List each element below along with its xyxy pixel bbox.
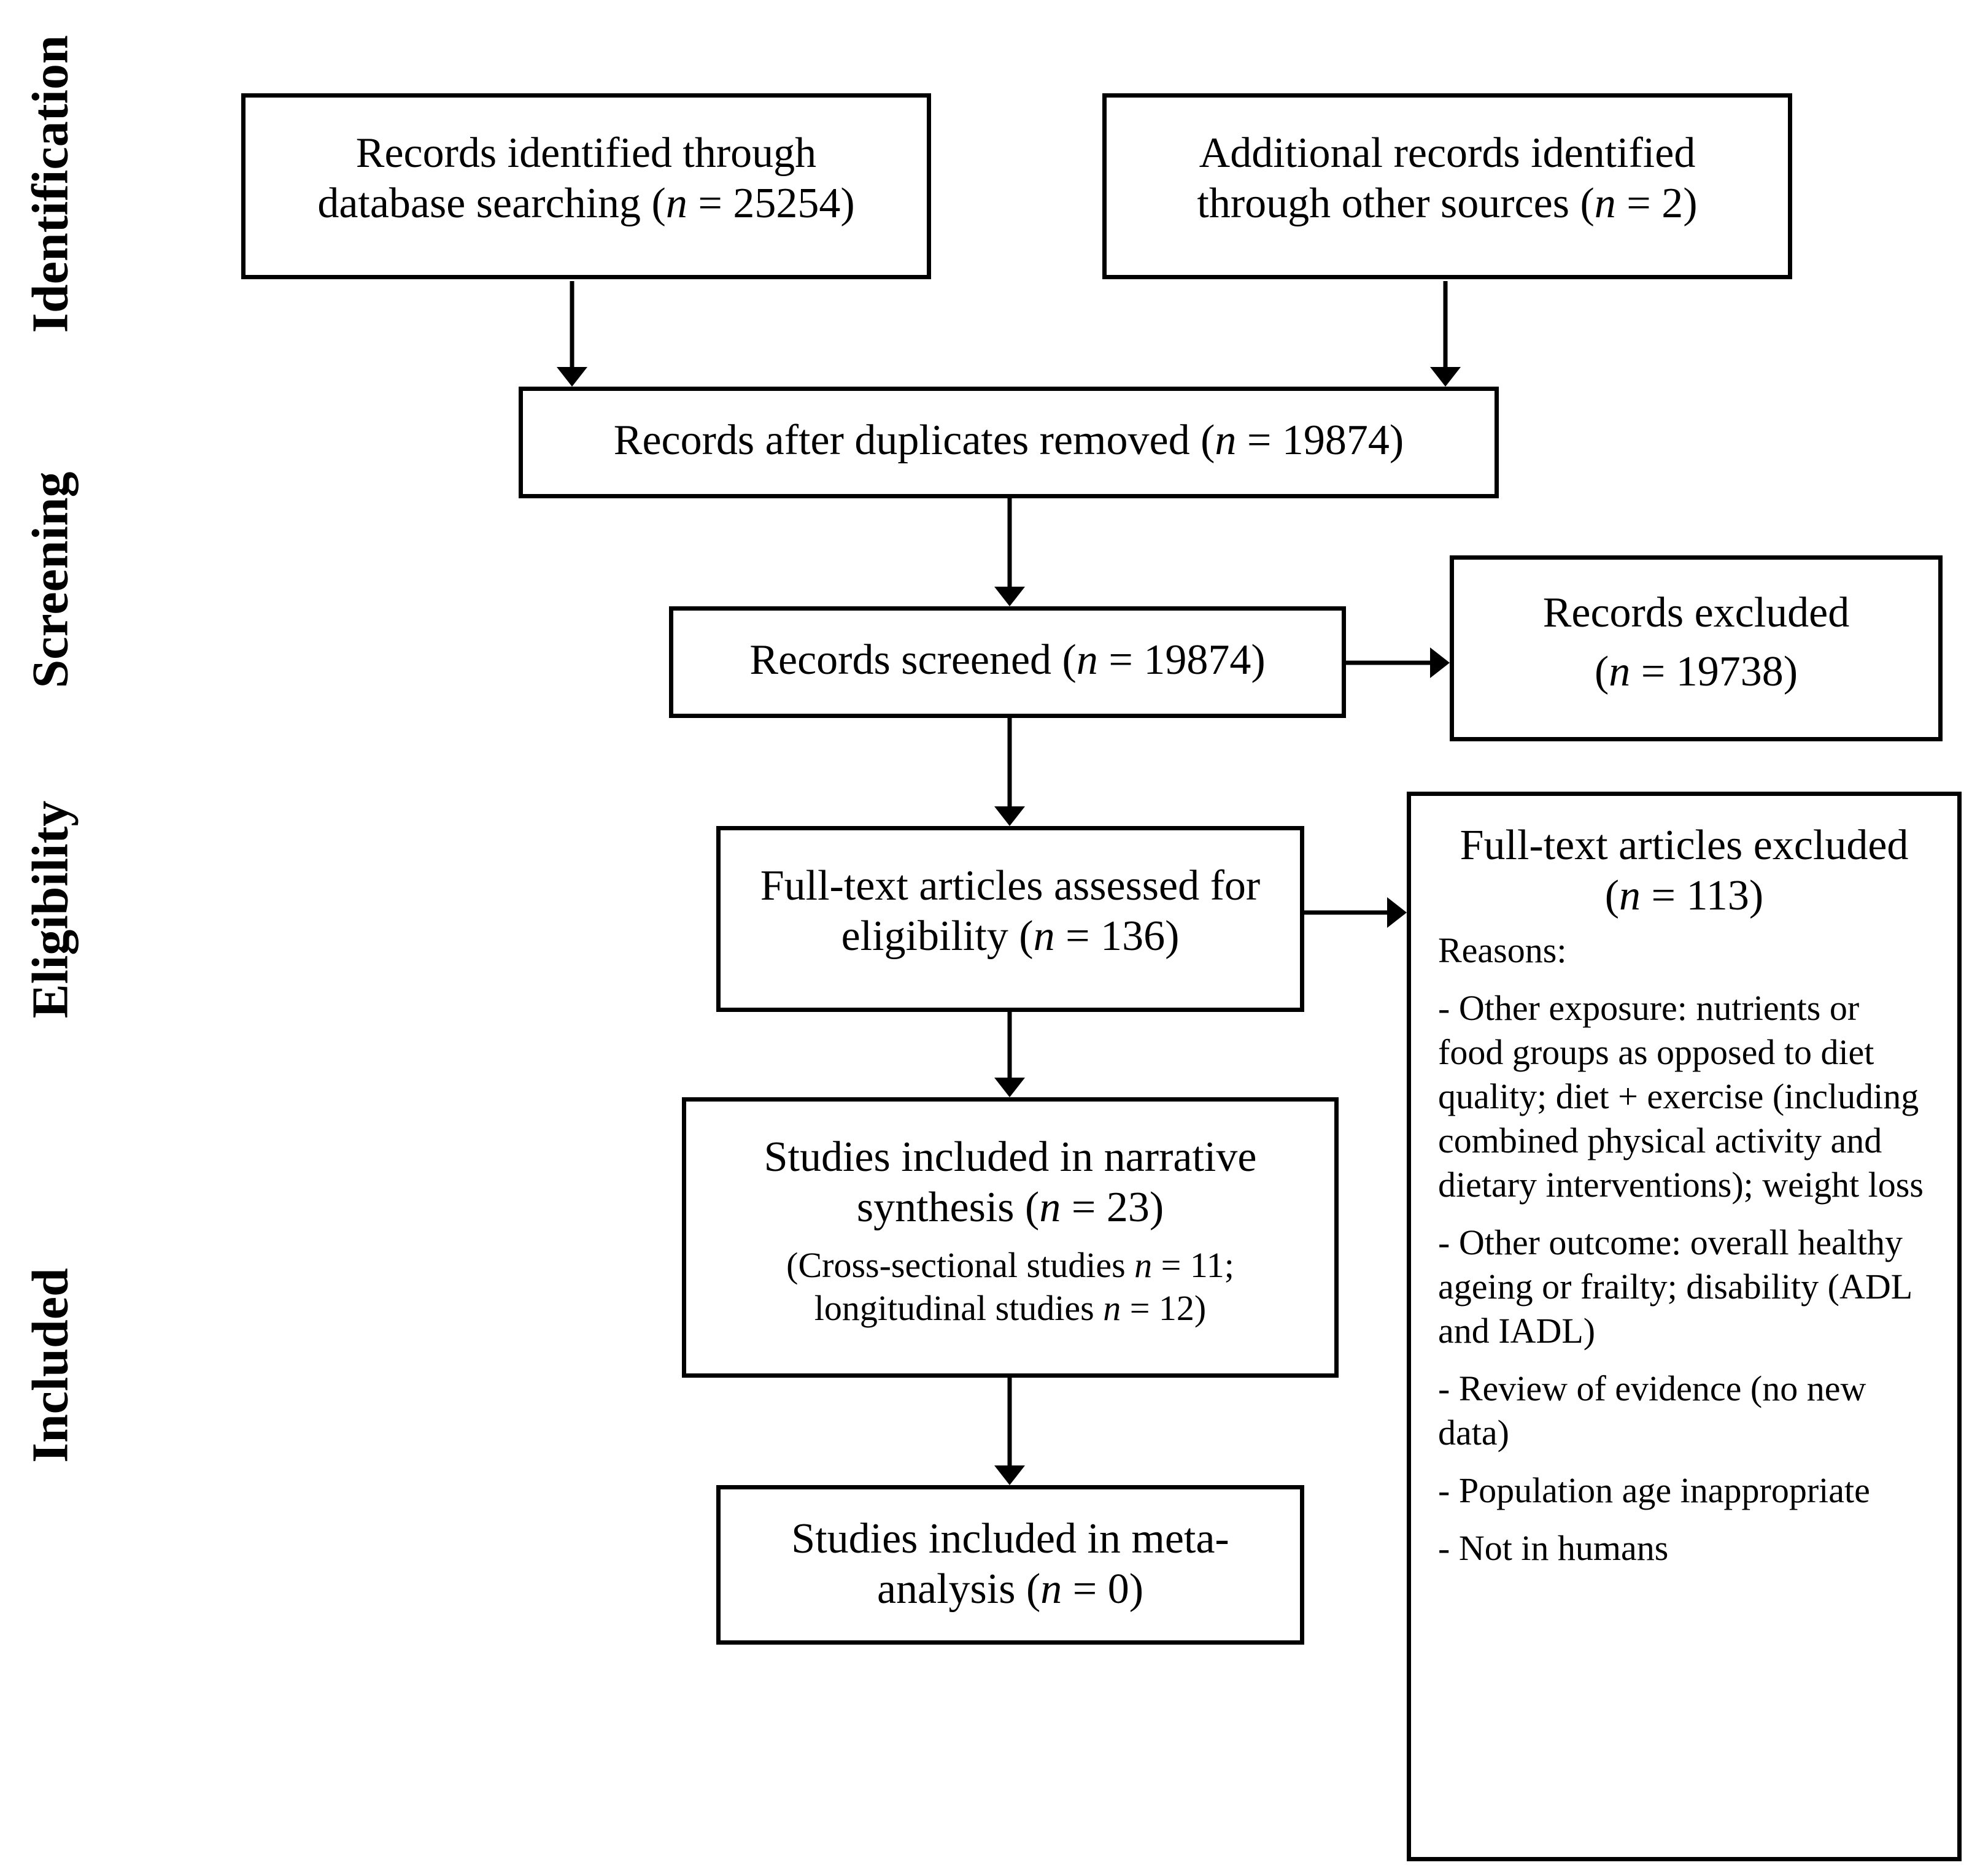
box-records-excluded: Records excluded (n = 19738)	[1450, 555, 1943, 741]
box-database-records-line2: database searching (n = 25254)	[317, 180, 855, 227]
box-records-screened: Records screened (n = 19874)	[669, 606, 1346, 718]
reason-item-not-humans: - Not in humans	[1438, 1528, 1669, 1568]
reasons-label: Reasons:	[1438, 930, 1567, 970]
arrowhead-screened-to-fulltext	[994, 806, 1025, 826]
arrowhead-duplicates-to-screened	[994, 587, 1025, 606]
arrowhead-screened-to-excluded	[1430, 647, 1450, 678]
box-narrative-synthesis-line2: synthesis (n = 23)	[856, 1184, 1164, 1231]
box-records-excluded-line1: Records excluded	[1542, 589, 1850, 636]
reason-item-other-outcome: - Other outcome: overall healthy ageing …	[1438, 1222, 1911, 1351]
reason-item-population-age: - Population age inappropriate	[1438, 1470, 1870, 1510]
box-duplicates-removed: Records after duplicates removed (n = 19…	[519, 387, 1499, 498]
box-meta-analysis: Studies included in meta- analysis (n = …	[716, 1485, 1304, 1645]
box-database-records-line1: Records identified through	[355, 129, 817, 177]
box-narrative-synthesis: Studies included in narrative synthesis …	[682, 1097, 1339, 1378]
box-meta-analysis-line1: Studies included in meta-	[791, 1515, 1229, 1562]
box-full-text-excluded: Full-text articles excluded (n = 113) Re…	[1407, 792, 1962, 1861]
arrowhead-narrative-to-meta	[994, 1465, 1025, 1485]
arrowhead-fulltext-to-excluded	[1387, 897, 1407, 928]
box-records-screened-line1: Records screened (n = 19874)	[749, 636, 1266, 684]
box-narrative-synthesis-sub1: (Cross-sectional studies n = 11;	[786, 1245, 1234, 1285]
reason-item-other-exposure: - Other exposure: nutrients or food grou…	[1438, 988, 1924, 1205]
box-narrative-synthesis-line1: Studies included in narrative	[764, 1133, 1257, 1181]
reason-item-review: - Review of evidence (no new data)	[1438, 1368, 1866, 1453]
box-full-text-excluded-line1: Full-text articles excluded	[1460, 822, 1909, 869]
arrowhead-other-to-duplicates	[1430, 367, 1461, 387]
box-duplicates-removed-line1: Records after duplicates removed (n = 19…	[613, 417, 1404, 464]
box-other-sources-line2: through other sources (n = 2)	[1197, 180, 1698, 227]
box-full-text-excluded-line2: (n = 113)	[1604, 872, 1764, 919]
arrowhead-database-to-duplicates	[557, 367, 587, 387]
box-full-text-assessed: Full-text articles assessed for eligibil…	[716, 826, 1304, 1012]
box-meta-analysis-line2: analysis (n = 0)	[876, 1565, 1144, 1613]
box-database-records: Records identified through database sear…	[241, 93, 931, 279]
box-narrative-synthesis-sub2: longitudinal studies n = 12)	[814, 1288, 1207, 1328]
box-full-text-assessed-line2: eligibility (n = 136)	[841, 913, 1180, 960]
arrowhead-fulltext-to-narrative	[994, 1078, 1025, 1097]
box-records-excluded-line2: (n = 19738)	[1594, 648, 1798, 695]
box-other-sources: Additional records identified through ot…	[1102, 93, 1792, 279]
box-other-sources-line1: Additional records identified	[1199, 129, 1696, 177]
box-full-text-assessed-line1: Full-text articles assessed for	[760, 862, 1261, 909]
